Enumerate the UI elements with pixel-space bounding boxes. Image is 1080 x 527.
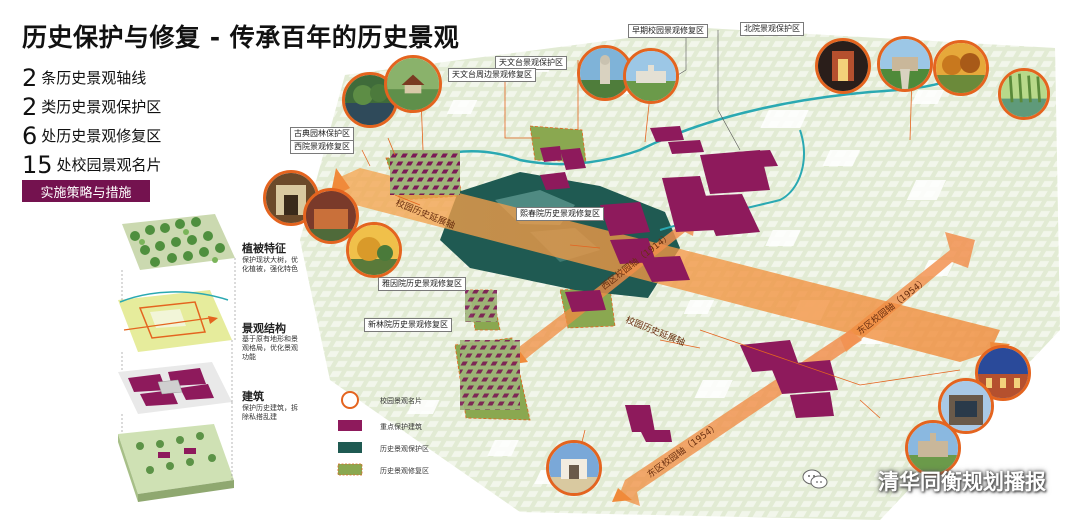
layer-base [118,424,234,502]
legend-swatch-green [337,463,363,476]
zone-label-west-court: 西院景观修复区 [290,140,354,154]
legend-label-green: 历史景观修复区 [380,467,429,475]
stat-text: 条历史景观轴线 [41,69,147,87]
layer-title-structure: 景观结构 [242,322,286,335]
classical-garden-blocks [390,150,460,195]
layer-vegetation [122,214,235,270]
layer-desc-structure: 基于原有地形和景观格局，优化景观功能 [242,335,298,361]
stat-number: 2 [22,93,38,121]
watermark: 清华同衡规划播报 [878,470,1046,494]
photo-north-gate [815,38,871,94]
photo-auditorium-lawn [877,36,933,92]
legend-swatch-teal [338,442,362,453]
zone-label-north-court: 北院景观保护区 [740,22,804,36]
layer-buildings [118,362,232,414]
stat-text: 类历史景观保护区 [41,98,162,116]
stat-number: 6 [22,122,38,150]
zone-label-observatory-surround: 天文台周边景观修复区 [448,68,536,82]
photo-memorial-gate [546,440,602,496]
stat-text: 处历史景观修复区 [41,127,162,145]
stat-number: 2 [22,64,38,92]
layer-desc-buildings: 保护历史建筑，拆除私搭乱建 [242,404,298,421]
strategy-button[interactable]: 实施策略与措施 [22,180,150,202]
photo-early-campus [623,48,679,104]
photo-pavilion [384,55,442,113]
zone-label-jinchun: 熙春院历史景观修复区 [516,207,604,221]
zone-label-classical-garden: 古典园林保护区 [290,127,354,141]
photo-garden-trees [346,222,402,278]
photo-willow-lake [998,68,1050,120]
axis-east-1954 [840,232,975,352]
photo-main-building [905,420,961,476]
legend-label-teal: 历史景观保护区 [380,445,429,453]
key-buildings [540,126,838,442]
legend-label-circle: 校园景观名片 [380,397,422,405]
layer-title-buildings: 建筑 [242,390,264,403]
yayin-blocks [465,290,497,322]
stat-text: 处校园景观名片 [56,156,162,174]
stat-number: 15 [22,151,53,179]
photo-corridor [303,188,359,244]
legend-label-purple: 重点保护建筑 [380,423,422,431]
zone-label-xinlin: 新林院历史景观修复区 [364,318,452,332]
layer-desc-vegetation: 保护现状大树，优化植被，强化特色 [242,256,298,273]
river [399,78,951,170]
photo-modern-building [938,378,994,434]
page-title: 历史保护与修复 - 传承百年的历史景观 [22,23,460,52]
photo-tree-avenue [933,40,989,96]
layer-title-vegetation: 植被特征 [242,242,286,255]
zone-label-yayin: 雅因院历史景观修复区 [378,277,466,291]
zone-label-early-campus: 早期校园景观修复区 [628,24,708,38]
photo-garden-pond [342,72,398,128]
wechat-icon [802,469,828,489]
xinlin-blocks [460,340,520,410]
legend-swatch-circle [341,391,359,409]
layer-landscape-structure [118,290,232,352]
photo-brick-hall [975,345,1031,401]
legend-swatch-purple [338,420,362,431]
